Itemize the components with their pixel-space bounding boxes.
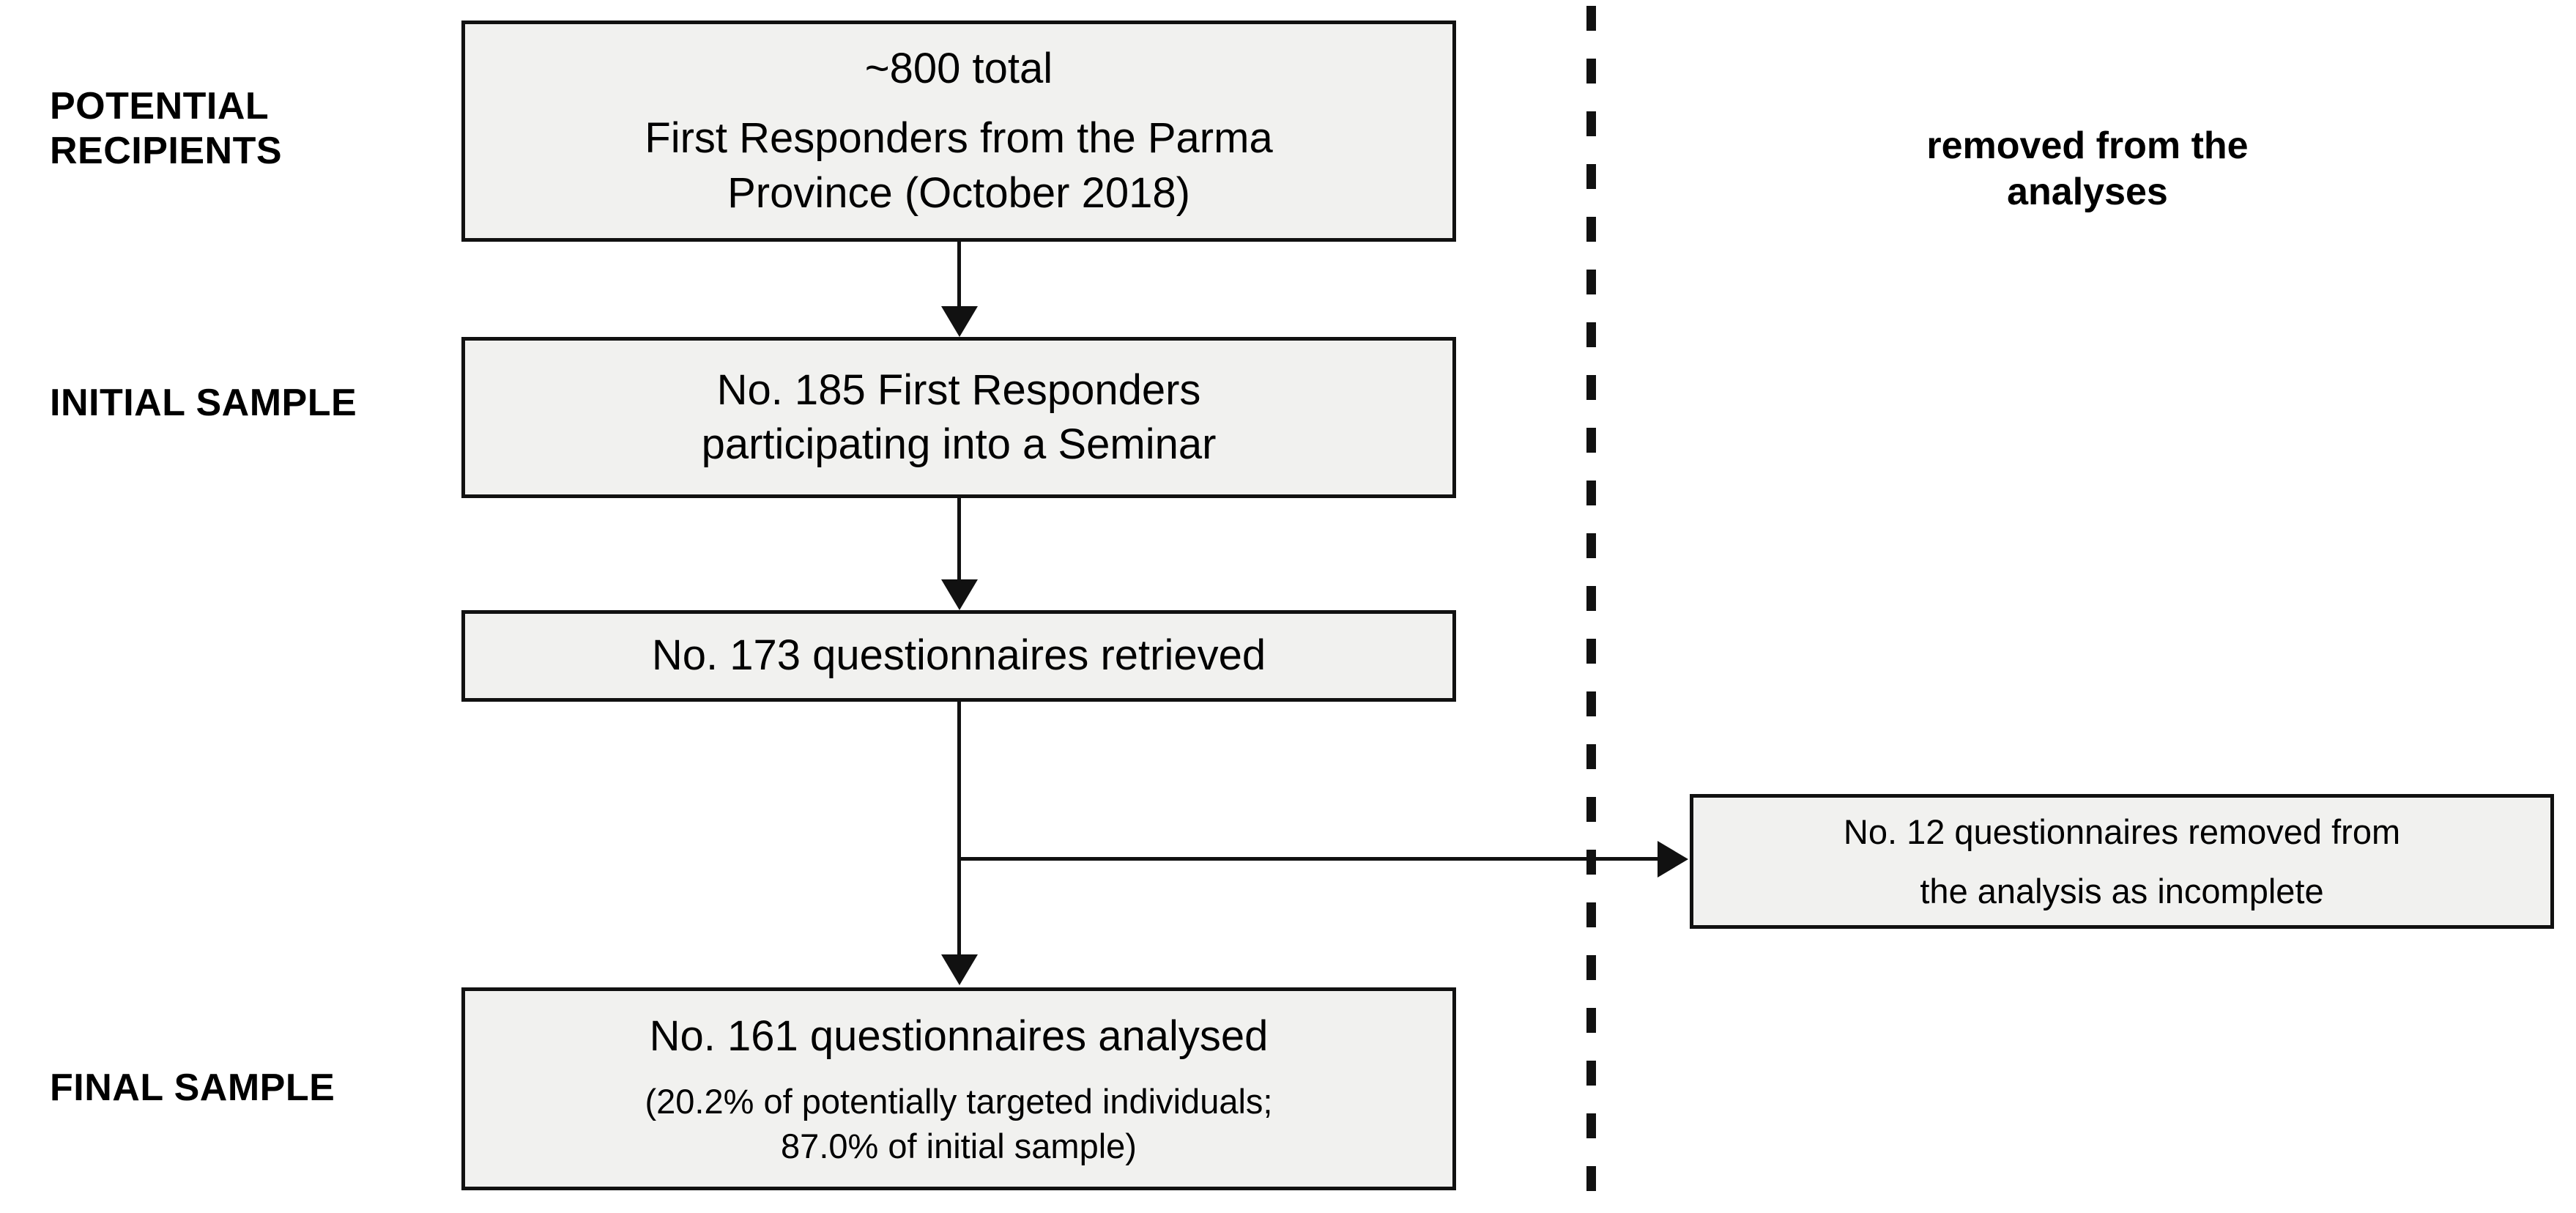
flow-box-text-group: No. 185 First Responders participating i…: [478, 348, 1439, 487]
flow-box-sub-text: First Responders from the Parma Province…: [645, 114, 1273, 217]
flow-box-final-sample[interactable]: No. 161 questionnaires analysed (20.2% o…: [461, 987, 1456, 1190]
flow-box-text-group: ~800 total First Responders from the Par…: [478, 26, 1439, 235]
arrow-right-exclusion-branch: [1658, 841, 1688, 878]
flow-box-text-group: No. 12 questionnaires removed from the a…: [1707, 794, 2537, 930]
flow-box-text-group: No. 161 questionnaires analysed (20.2% o…: [478, 994, 1439, 1184]
flow-box-initial-sample[interactable]: No. 185 First Responders participating i…: [461, 337, 1456, 498]
stage-label-potential-recipients: POTENTIAL RECIPIENTS: [50, 85, 283, 173]
flow-box-main-text: ~800 total: [864, 45, 1053, 93]
flow-box-main-text: No. 185 First Responders participating i…: [701, 366, 1217, 468]
arrow-down-box1-box2: [941, 306, 978, 337]
dashed-divider-line: [1586, 6, 1596, 1210]
flow-box-sub-text: (20.2% of potentially targeted individua…: [645, 1081, 1273, 1166]
exclusion-box-line-2: the analysis as incomplete: [1920, 872, 2324, 911]
flow-box-questionnaires-retrieved[interactable]: No. 173 questionnaires retrieved: [461, 610, 1456, 702]
connector-line-box3-box4: [957, 702, 961, 957]
arrow-down-box3-box4: [941, 954, 978, 985]
stage-label-initial-sample: INITIAL SAMPLE: [50, 382, 357, 424]
stage-label-final-sample: FINAL SAMPLE: [50, 1067, 335, 1109]
exclusion-column-header: removed from the analyses: [1926, 125, 2249, 214]
connector-line-exclusion-branch: [957, 857, 1659, 861]
exclusion-box-line-1: No. 12 questionnaires removed from: [1843, 812, 2401, 851]
connector-line-box2-box3: [957, 498, 961, 580]
flow-box-main-text: No. 173 questionnaires retrieved: [651, 631, 1266, 680]
flow-box-excluded-questionnaires[interactable]: No. 12 questionnaires removed from the a…: [1690, 794, 2554, 929]
flow-box-potential-recipients[interactable]: ~800 total First Responders from the Par…: [461, 21, 1456, 242]
connector-line-box1-box2: [957, 242, 961, 321]
flow-box-text-group: No. 173 questionnaires retrieved: [478, 614, 1439, 699]
flow-box-main-text: No. 161 questionnaires analysed: [649, 1012, 1269, 1060]
arrow-down-box2-box3: [941, 579, 978, 610]
